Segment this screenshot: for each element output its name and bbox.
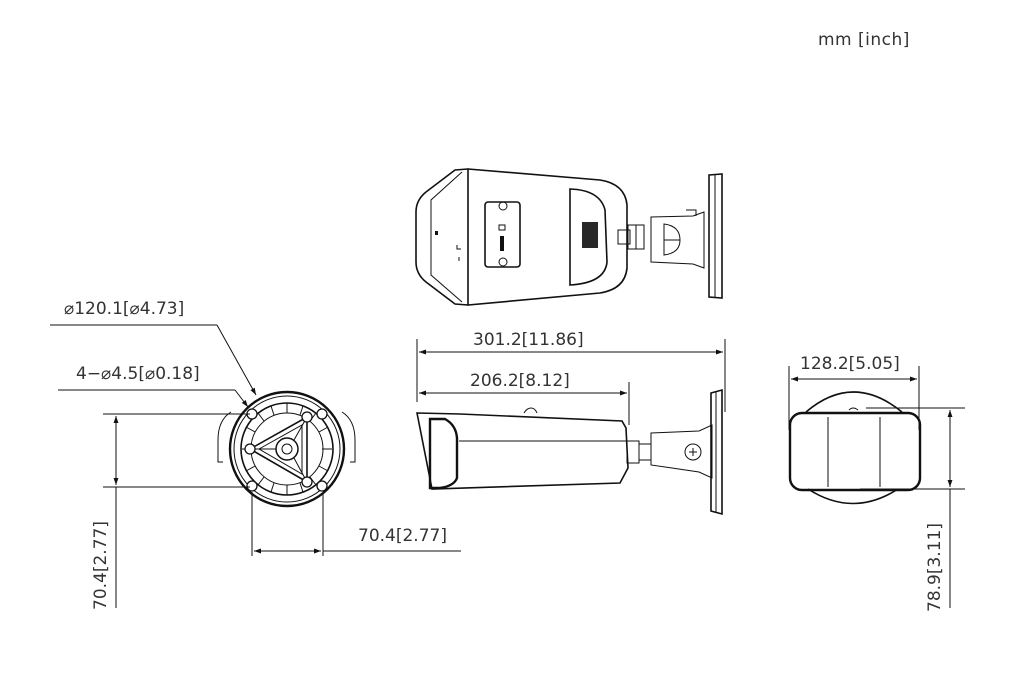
overall-length-dimension: 301.2[11.86] (473, 330, 584, 350)
hole-spec-dimension: 4−⌀4.5[⌀0.18] (76, 364, 200, 384)
units-label: mm [inch] (818, 30, 910, 50)
front-view-drawing (788, 366, 965, 608)
body-length-dimension: 206.2[8.12] (470, 371, 570, 391)
front-height-dimension: 78.9[3.11] (925, 523, 945, 612)
top-view-drawing (415, 168, 723, 306)
rear-view-drawing (50, 324, 461, 608)
hole-spacing-vertical-dimension: 70.4[2.77] (91, 521, 111, 610)
hole-spacing-horizontal-dimension: 70.4[2.77] (358, 526, 447, 546)
side-view-drawing (416, 339, 726, 516)
mount-diameter-dimension: ⌀120.1[⌀4.73] (64, 299, 184, 319)
front-width-dimension: 128.2[5.05] (800, 354, 900, 374)
